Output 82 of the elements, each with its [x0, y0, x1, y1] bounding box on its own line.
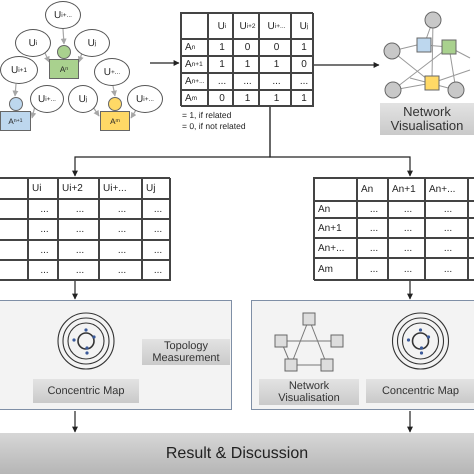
- table-cell: ...: [142, 219, 171, 240]
- table-cell: An+1: [388, 178, 425, 201]
- table-cell: ...: [99, 260, 142, 281]
- arrow: [60, 28, 67, 45]
- table-cell: ...: [425, 201, 468, 218]
- arrow: [92, 106, 100, 116]
- table-cell: 1: [291, 39, 314, 56]
- arrow: [12, 84, 18, 97]
- table-cell: An+...: [314, 238, 357, 258]
- note-text: = 1, if related: [182, 110, 232, 120]
- node-label: Concentric Map: [366, 379, 474, 403]
- table-cell: ...: [388, 258, 425, 281]
- arrow: [78, 52, 84, 63]
- arrow: [269, 107, 413, 177]
- table-cell: ...: [142, 199, 171, 219]
- table-cell: 1: [208, 56, 233, 73]
- table-cell: ...: [28, 199, 58, 219]
- arrow: [111, 86, 117, 97]
- table-cell: ...: [58, 240, 99, 260]
- node-label: Network Visualisation: [259, 379, 359, 405]
- table-cell: ...: [357, 258, 388, 281]
- arrow: [44, 52, 50, 63]
- table-cell: 1: [259, 90, 291, 107]
- table-cell: ...: [58, 199, 99, 219]
- node-label: Network Visualisation: [380, 103, 474, 135]
- table-cell: 0: [259, 39, 291, 56]
- arrow: [72, 411, 78, 433]
- table-cell: Ui+2: [58, 178, 99, 199]
- panel-background: [251, 300, 474, 410]
- table-cell: ...: [357, 201, 388, 218]
- note-text: = 0, if not related: [182, 121, 246, 131]
- panel-background: [0, 300, 232, 410]
- table-cell: ...: [208, 73, 233, 90]
- table-cell: An+...: [425, 178, 468, 201]
- result-band: Result & Discussion: [0, 433, 474, 474]
- node-label: Concentric Map: [33, 379, 139, 403]
- table-cell: ...: [259, 73, 291, 90]
- table-cell: 1: [208, 39, 233, 56]
- table-cell: ...: [28, 260, 58, 281]
- table-cell: ...: [357, 218, 388, 238]
- table-cell: ...: [357, 238, 388, 258]
- table-cell: ...: [142, 240, 171, 260]
- table-cell: ...: [58, 260, 99, 281]
- table-cell: An: [357, 178, 388, 201]
- arrow: [150, 60, 180, 66]
- table-cell: 0: [291, 56, 314, 73]
- table-cell: 1: [233, 90, 259, 107]
- table-cell: ...: [99, 219, 142, 240]
- matrix-table: [180, 12, 313, 106]
- table-cell: An+1: [314, 218, 357, 238]
- table-cell: ...: [99, 240, 142, 260]
- table-cell: ...: [28, 240, 58, 260]
- table-cell: ...: [28, 219, 58, 240]
- arrow: [314, 62, 380, 68]
- matrix-table: [313, 177, 474, 280]
- table-cell: 1: [259, 56, 291, 73]
- table-cell: ...: [388, 201, 425, 218]
- arrow: [407, 411, 413, 433]
- table-cell: ...: [291, 73, 314, 90]
- table-cell: ...: [58, 219, 99, 240]
- table-cell: Ui: [28, 178, 58, 199]
- arrow: [72, 281, 78, 300]
- table-cell: ...: [99, 199, 142, 219]
- table-cell: 1: [291, 90, 314, 107]
- table-cell: ...: [425, 258, 468, 281]
- arrow: [407, 281, 413, 300]
- table-cell: ...: [425, 238, 468, 258]
- table-cell: 0: [208, 90, 233, 107]
- table-cell: Am: [314, 258, 357, 281]
- table-cell: ...: [142, 260, 171, 281]
- matrix-table: [0, 177, 170, 280]
- table-cell: Uj: [142, 178, 171, 199]
- table-cell: 1: [233, 56, 259, 73]
- table-cell: ...: [425, 218, 468, 238]
- measure-box: Topology Measurement: [142, 339, 230, 365]
- table-cell: Ui+...: [99, 178, 142, 199]
- table-cell: ...: [233, 73, 259, 90]
- table-cell: ...: [388, 218, 425, 238]
- arrow: [130, 110, 136, 118]
- table-cell: ...: [388, 238, 425, 258]
- table-cell: 0: [233, 39, 259, 56]
- table-cell: An: [314, 201, 357, 218]
